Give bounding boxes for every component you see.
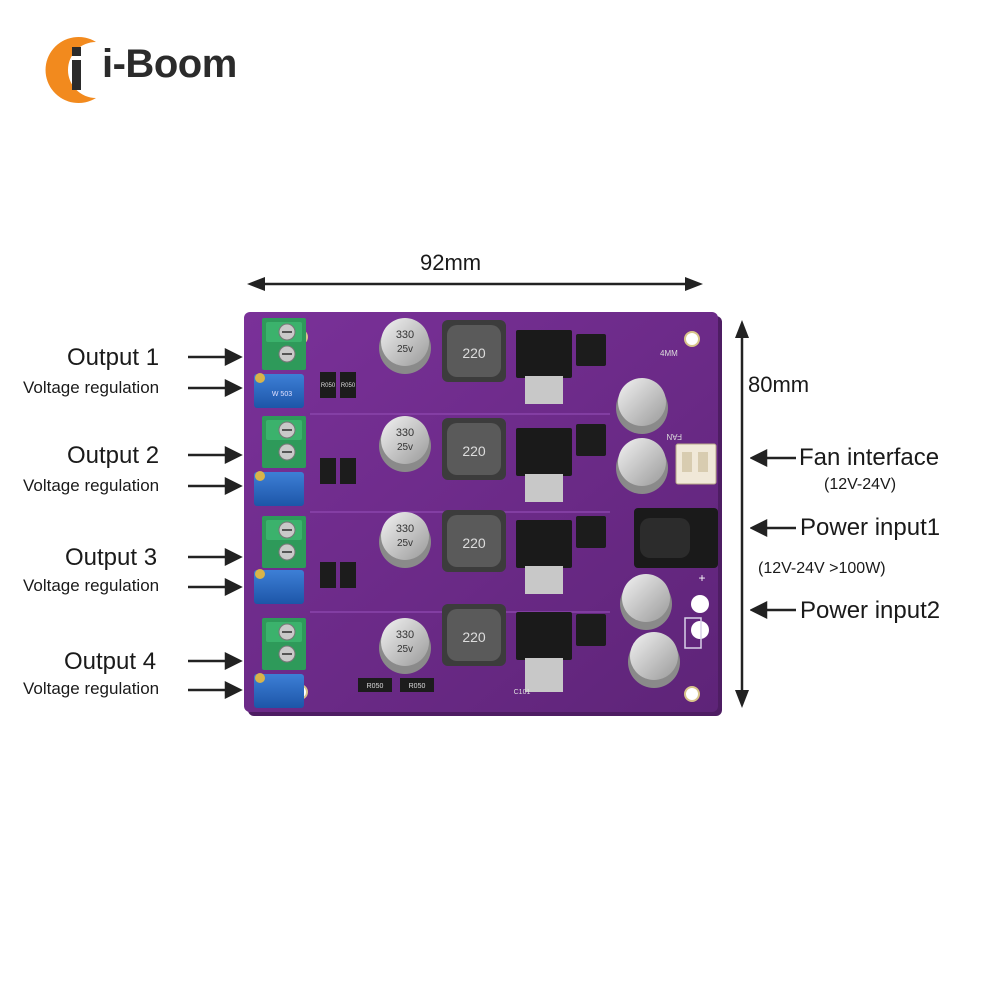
- arrow-right-icon: [224, 378, 243, 398]
- power-input-1-spec: (12V-24V >100W): [758, 560, 886, 577]
- width-dimension-arrow-icon: [247, 277, 703, 291]
- arrow-right-icon: [224, 347, 243, 367]
- svg-text:220: 220: [462, 535, 486, 551]
- svg-text:330: 330: [396, 329, 414, 341]
- svg-text:4MM: 4MM: [660, 349, 678, 358]
- svg-text:R050: R050: [321, 383, 336, 389]
- svg-text:R050: R050: [341, 383, 356, 389]
- svg-text:C101: C101: [514, 689, 531, 696]
- fan-interface-spec: (12V-24V): [824, 476, 897, 493]
- channel-2: 330 25v 220: [254, 416, 606, 506]
- output-3-label: Output 3: [65, 544, 158, 571]
- arrow-right-icon: [224, 547, 243, 567]
- channel-4: 330 25v 220 R050 R050 C101: [254, 604, 606, 708]
- svg-text:330: 330: [396, 427, 414, 439]
- svg-text:FAN: FAN: [666, 432, 682, 441]
- svg-text:330: 330: [396, 523, 414, 535]
- arrow-right-icon: [224, 577, 243, 597]
- brand-name: i-Boom: [102, 42, 237, 86]
- arrow-left-icon: [750, 518, 768, 538]
- svg-text:330: 330: [396, 629, 414, 641]
- channel-3: 330 25v 220: [254, 510, 606, 604]
- output-2-regulation-label: Voltage regulation: [23, 476, 160, 495]
- svg-text:25v: 25v: [397, 538, 413, 549]
- arrow-right-icon: [224, 651, 243, 671]
- brand-logo: i-Boom: [38, 34, 238, 106]
- svg-text:R050: R050: [409, 683, 426, 690]
- channel-1: W 503 330 25v 220 R050 R050: [254, 318, 606, 408]
- svg-text:R050: R050: [367, 683, 384, 690]
- dc-dc-converter-board: W 503 330 25v 220 R050 R050 330 25v 220: [244, 312, 722, 716]
- arrow-left-icon: [750, 600, 768, 620]
- height-dimension-label: 80mm: [748, 372, 810, 397]
- arrow-left-icon: [750, 448, 768, 468]
- arrow-right-icon: [224, 680, 243, 700]
- output-4-label: Output 4: [64, 648, 157, 675]
- left-pointer-arrows: [188, 347, 243, 700]
- output-2-label: Output 2: [67, 442, 160, 469]
- svg-text:220: 220: [462, 629, 486, 645]
- brand-logo-mark-icon: [45, 37, 96, 103]
- fan-interface-label: Fan interface: [799, 444, 940, 471]
- svg-text:220: 220: [462, 345, 486, 361]
- power-input-1-label: Power input1: [800, 514, 941, 541]
- arrow-right-icon: [224, 445, 243, 465]
- arrow-right-icon: [224, 476, 243, 496]
- svg-text:25v: 25v: [397, 344, 413, 355]
- power-input-2-label: Power input2: [800, 597, 941, 624]
- output-3-regulation-label: Voltage regulation: [23, 576, 160, 595]
- svg-text:+: +: [698, 571, 705, 585]
- output-1-label: Output 1: [67, 344, 160, 371]
- svg-text:25v: 25v: [397, 644, 413, 655]
- svg-text:W 503: W 503: [272, 391, 292, 398]
- output-4-regulation-label: Voltage regulation: [23, 679, 160, 698]
- width-dimension-label: 92mm: [420, 250, 482, 275]
- right-pointer-arrows: [750, 448, 796, 620]
- svg-text:220: 220: [462, 443, 486, 459]
- output-1-regulation-label: Voltage regulation: [23, 378, 160, 397]
- height-dimension-arrow-icon: [735, 320, 749, 708]
- svg-text:25v: 25v: [397, 442, 413, 453]
